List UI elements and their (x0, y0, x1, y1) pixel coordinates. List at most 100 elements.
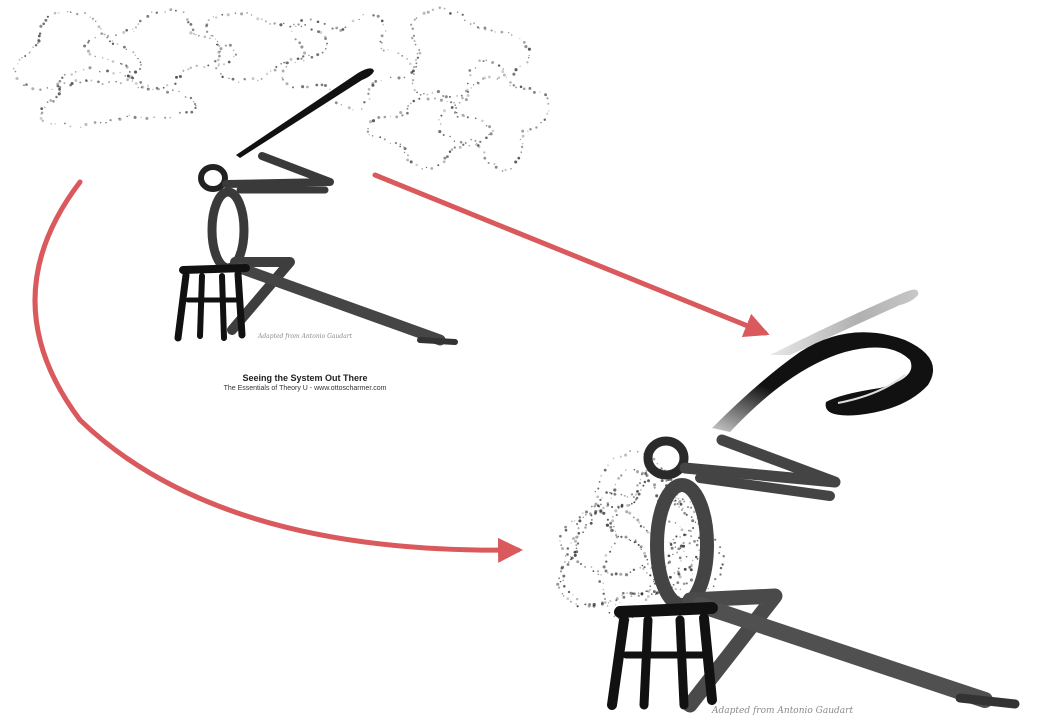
texture-dot (40, 107, 43, 110)
texture-dot (118, 118, 120, 120)
texture-dot (440, 123, 441, 124)
texture-dot (483, 60, 485, 62)
texture-dot (70, 11, 72, 13)
texture-dot (332, 28, 334, 30)
texture-dot (42, 120, 44, 122)
texture-dot (559, 535, 562, 538)
texture-dot (445, 95, 448, 98)
texture-dot (598, 510, 600, 512)
texture-dot (291, 30, 293, 32)
texture-dot (675, 588, 677, 590)
texture-dot (423, 93, 424, 94)
texture-dot (39, 89, 41, 91)
texture-dot (603, 565, 606, 568)
texture-dot (570, 556, 571, 557)
texture-dot (368, 134, 369, 135)
texture-dot (473, 22, 474, 23)
texture-dot (64, 74, 66, 76)
texture-dot (571, 557, 574, 560)
texture-dot (70, 73, 72, 75)
texture-dot (407, 154, 409, 156)
texture-dot (418, 98, 420, 100)
texture-dot (636, 484, 638, 486)
texture-dot (190, 97, 192, 99)
texture-dot (49, 99, 52, 102)
texture-dot (488, 76, 491, 79)
texture-dot (454, 111, 457, 114)
texture-dot (367, 128, 369, 130)
texture-dot (544, 119, 546, 121)
texture-dot (682, 508, 684, 510)
texture-dot (501, 31, 504, 34)
texture-dot (461, 97, 464, 100)
texture-dot (382, 24, 384, 26)
texture-dot (692, 560, 693, 561)
texture-dot (139, 68, 141, 70)
texture-dot (174, 83, 176, 85)
texture-dot (576, 547, 578, 549)
texture-dot (319, 31, 322, 34)
texture-dot (310, 28, 312, 30)
texture-dot (397, 76, 400, 79)
small-figure-leg-2 (240, 268, 440, 340)
texture-dot (228, 78, 229, 79)
texture-dot (668, 554, 671, 557)
texture-dot (126, 49, 127, 50)
texture-dot (295, 38, 297, 40)
texture-dot (100, 28, 102, 30)
texture-dot (571, 520, 573, 522)
texture-dot (640, 546, 642, 548)
texture-dot (298, 23, 300, 25)
texture-dot (443, 134, 445, 136)
texture-dot (607, 502, 609, 504)
texture-dot (620, 536, 622, 538)
texture-dot (467, 83, 469, 85)
texture-dot (626, 504, 629, 507)
texture-dot (25, 83, 28, 86)
texture-dot (497, 78, 498, 79)
texture-dot (647, 563, 648, 564)
texture-dot (409, 63, 412, 66)
texture-dot (60, 91, 61, 92)
texture-dot (102, 57, 103, 58)
texture-dot (95, 56, 96, 57)
texture-dot (324, 23, 326, 25)
texture-dot (120, 82, 122, 84)
texture-dot (463, 115, 465, 117)
texture-dot (520, 139, 521, 140)
texture-dot (723, 555, 725, 557)
texture-dot (361, 108, 362, 109)
texture-dot (560, 581, 562, 583)
texture-dot (519, 65, 521, 67)
texture-dot (488, 125, 491, 128)
texture-dot (147, 85, 149, 87)
texture-dot (535, 126, 537, 128)
texture-dot (303, 60, 305, 62)
texture-dot (406, 58, 408, 60)
texture-dot (682, 498, 684, 500)
texture-dot (713, 585, 715, 587)
texture-dot (681, 528, 684, 531)
texture-dot (672, 554, 673, 555)
texture-dot (138, 87, 139, 88)
texture-dot (680, 548, 682, 550)
texture-dot (647, 591, 648, 592)
texture-dot (668, 520, 671, 523)
texture-dot (640, 489, 642, 491)
texture-dot (680, 545, 683, 548)
texture-dot (44, 19, 47, 22)
texture-dot (325, 48, 327, 50)
texture-dot (577, 605, 579, 607)
texture-dot (546, 113, 548, 115)
texture-dot (80, 127, 81, 128)
texture-dot (403, 146, 405, 148)
texture-dot (244, 78, 246, 80)
texture-dot (693, 510, 696, 513)
texture-dot (577, 535, 579, 537)
texture-dot (625, 510, 628, 513)
texture-dot (352, 20, 355, 23)
credit-large: Adapted from Antonio Gaudart (712, 706, 853, 716)
texture-dot (240, 12, 243, 15)
texture-dot (681, 509, 683, 511)
